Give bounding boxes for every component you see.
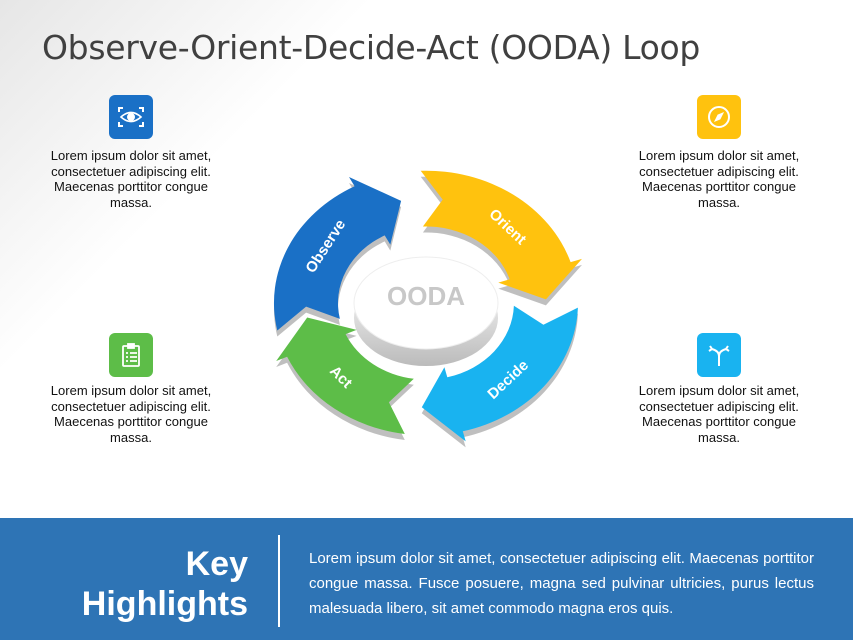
clipboard-checklist-icon xyxy=(109,333,153,377)
split-arrows-icon xyxy=(697,333,741,377)
orient-arrow xyxy=(420,170,582,300)
key-highlights-text: Lorem ipsum dolor sit amet, consectetuer… xyxy=(309,550,814,617)
center-label: OODA xyxy=(387,281,465,311)
center-disc xyxy=(353,256,499,350)
eye-scan-icon xyxy=(109,95,153,139)
orient-description: Lorem ipsum dolor sit amet,consectetuer … xyxy=(638,148,800,210)
page-title: Observe-Orient-Decide-Act (OODA) Loop xyxy=(42,28,701,67)
observe-arrow xyxy=(273,177,402,331)
act-arrow xyxy=(276,317,414,434)
decide-description: Lorem ipsum dolor sit amet,consectetuer … xyxy=(638,383,800,445)
act-description: Lorem ipsum dolor sit amet,consectetuer … xyxy=(50,383,212,445)
compass-icon xyxy=(697,95,741,139)
key-highlights-band xyxy=(0,518,853,640)
decide-arrow xyxy=(421,305,578,442)
observe-description: Lorem ipsum dolor sit amet,consectetuer … xyxy=(50,148,212,210)
divider xyxy=(278,535,280,627)
